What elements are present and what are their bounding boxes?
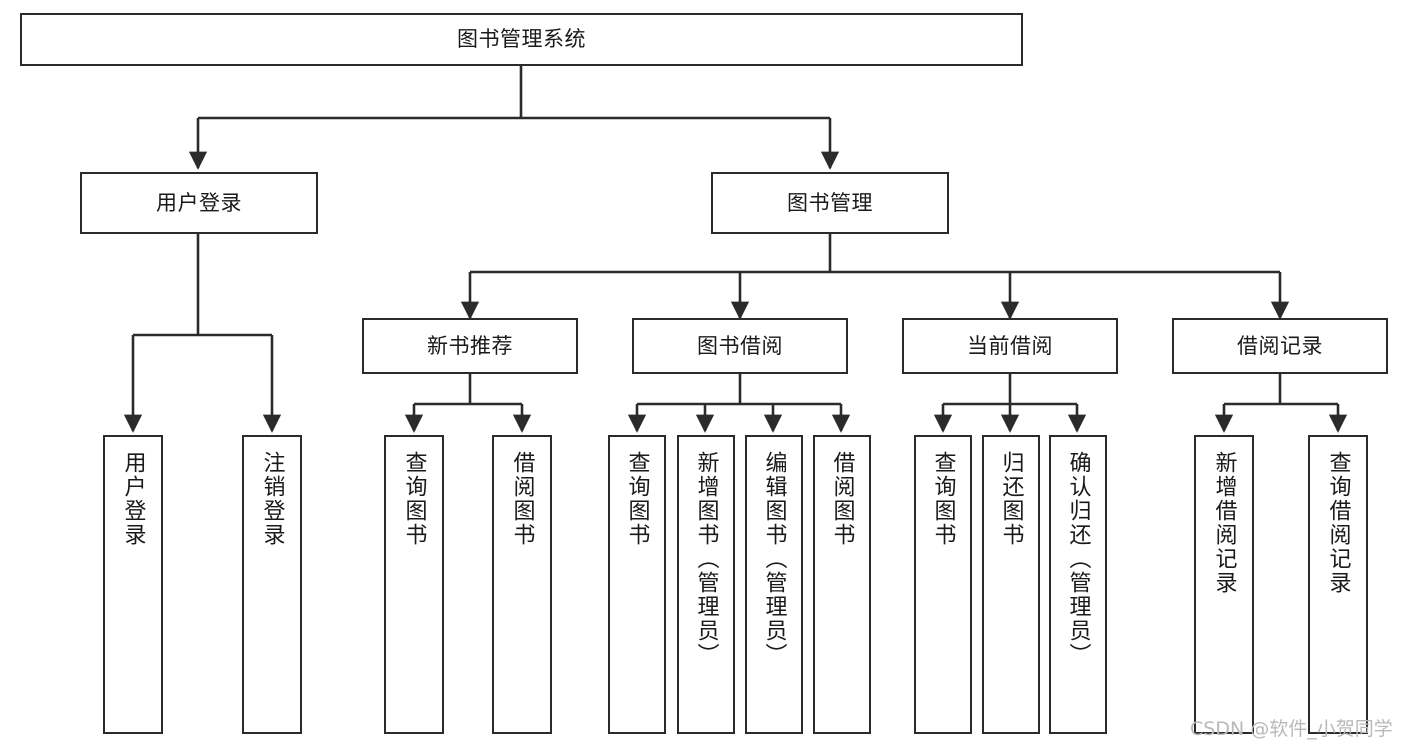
leaf-borrow-book-2-label: 新增图书（管理员） <box>693 451 719 667</box>
node-book-management-label: 图书管理 <box>787 190 873 215</box>
leaf-borrow-book-1-label: 查询图书 <box>624 451 650 547</box>
node-new-book-recommend-label: 新书推荐 <box>427 333 513 358</box>
leaf-new-book-2-label: 借阅图书 <box>509 451 535 547</box>
node-current-borrow[interactable]: 当前借阅 <box>902 318 1118 374</box>
node-borrow-record[interactable]: 借阅记录 <box>1172 318 1388 374</box>
leaf-new-book-1[interactable]: 查询图书 <box>384 435 444 734</box>
watermark: CSDN @软件_小贺同学 <box>1190 718 1393 740</box>
leaf-borrow-book-3-label: 编辑图书（管理员） <box>761 451 787 667</box>
leaf-borrow-record-2[interactable]: 查询借阅记录 <box>1308 435 1368 734</box>
node-borrow-record-label: 借阅记录 <box>1237 333 1323 358</box>
leaf-current-borrow-3[interactable]: 确认归还（管理员） <box>1049 435 1107 734</box>
leaf-borrow-book-2[interactable]: 新增图书（管理员） <box>677 435 735 734</box>
leaf-current-borrow-2[interactable]: 归还图书 <box>982 435 1040 734</box>
leaf-current-borrow-2-label: 归还图书 <box>998 451 1024 547</box>
leaf-user-login-1[interactable]: 用户登录 <box>103 435 163 734</box>
leaf-user-login-1-label: 用户登录 <box>120 451 146 547</box>
node-new-book-recommend[interactable]: 新书推荐 <box>362 318 578 374</box>
node-current-borrow-label: 当前借阅 <box>967 333 1053 358</box>
node-root[interactable]: 图书管理系统 <box>20 13 1023 66</box>
leaf-borrow-book-3[interactable]: 编辑图书（管理员） <box>745 435 803 734</box>
leaf-user-login-2[interactable]: 注销登录 <box>242 435 302 734</box>
leaf-borrow-book-1[interactable]: 查询图书 <box>608 435 666 734</box>
node-root-label: 图书管理系统 <box>457 27 586 52</box>
leaf-borrow-record-1[interactable]: 新增借阅记录 <box>1194 435 1254 734</box>
node-book-management[interactable]: 图书管理 <box>711 172 949 234</box>
leaf-current-borrow-1[interactable]: 查询图书 <box>914 435 972 734</box>
leaf-borrow-record-1-label: 新增借阅记录 <box>1211 451 1237 595</box>
leaf-new-book-2[interactable]: 借阅图书 <box>492 435 552 734</box>
leaf-borrow-record-2-label: 查询借阅记录 <box>1325 451 1351 595</box>
leaf-current-borrow-3-label: 确认归还（管理员） <box>1065 451 1091 667</box>
leaf-borrow-book-4[interactable]: 借阅图书 <box>813 435 871 734</box>
leaf-new-book-1-label: 查询图书 <box>401 451 427 547</box>
leaf-borrow-book-4-label: 借阅图书 <box>829 451 855 547</box>
node-book-borrow[interactable]: 图书借阅 <box>632 318 848 374</box>
node-user-login[interactable]: 用户登录 <box>80 172 318 234</box>
leaf-user-login-2-label: 注销登录 <box>259 451 285 547</box>
leaf-current-borrow-1-label: 查询图书 <box>930 451 956 547</box>
node-user-login-label: 用户登录 <box>156 190 242 215</box>
node-book-borrow-label: 图书借阅 <box>697 333 783 358</box>
